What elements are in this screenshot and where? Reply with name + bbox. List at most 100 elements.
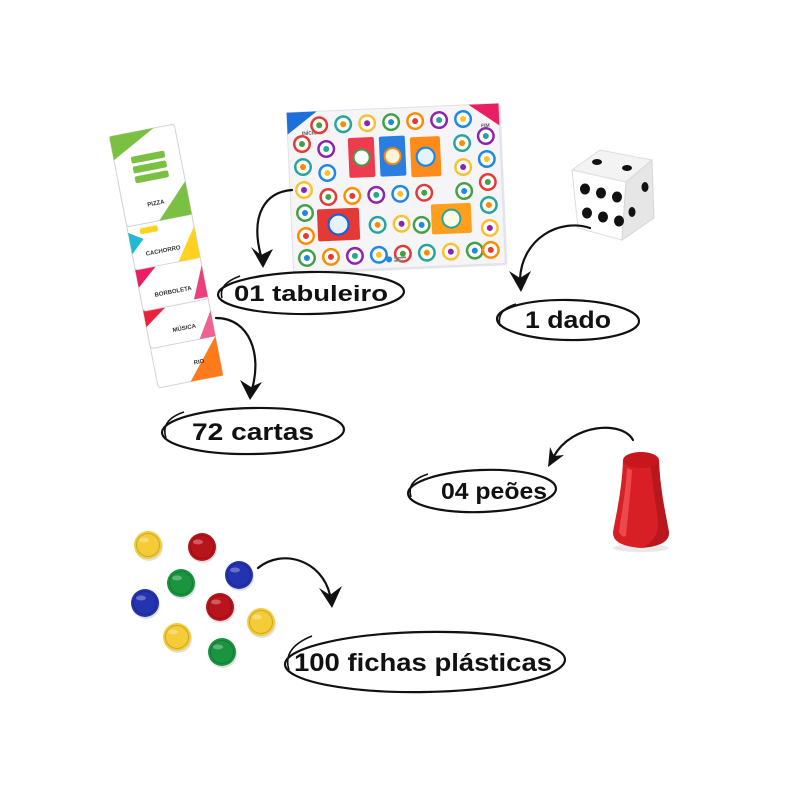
brand-logo [386, 256, 407, 263]
card-word: RIO [193, 359, 205, 367]
label-die-text: 1 dado [525, 307, 611, 334]
arrowhead [548, 447, 564, 467]
board-space [391, 184, 410, 203]
card-corner-band [178, 226, 201, 262]
board-space [479, 195, 498, 214]
board-space [480, 218, 499, 237]
arrow-pawn [548, 426, 635, 467]
board-space [481, 240, 500, 259]
board-space [392, 214, 411, 233]
chip [247, 608, 276, 638]
arrowhead [509, 271, 531, 292]
label-die: 1 dado [495, 298, 641, 342]
board-card [347, 137, 376, 178]
board-space [406, 112, 425, 131]
board-space [295, 181, 314, 200]
arrowhead [240, 380, 262, 400]
label-cards-text: 72 cartas [192, 419, 314, 446]
chip [206, 593, 235, 623]
board-space [310, 116, 329, 135]
arrow-board [251, 188, 294, 268]
card-word: MÚSICA [172, 323, 197, 335]
card-tag [139, 225, 159, 235]
board-card [430, 202, 472, 235]
die [570, 149, 655, 241]
die-pip [628, 207, 636, 217]
board-space [415, 183, 434, 202]
die-pip [614, 215, 624, 227]
board-space [477, 150, 496, 169]
plastic-chips [131, 531, 276, 668]
card-corner-band [194, 265, 208, 300]
board-space [318, 163, 337, 182]
label-pawns: 04 peões [406, 468, 558, 514]
board-space [367, 185, 386, 204]
board-path [292, 110, 500, 267]
board-space [478, 172, 497, 191]
die-pip [612, 191, 622, 203]
label-pawns-text: 04 peões [441, 478, 547, 504]
chip [225, 561, 254, 591]
arrowhead [251, 247, 273, 268]
board-space [455, 182, 474, 201]
card-corner-band [159, 180, 192, 221]
board-space [317, 140, 336, 159]
card-tag [134, 170, 169, 184]
board-space [319, 187, 338, 206]
board-space [453, 134, 472, 153]
die-pip [598, 211, 608, 223]
die-pip [596, 187, 606, 199]
chip [131, 589, 160, 619]
pawn-top [623, 452, 659, 468]
card-corner-band [135, 266, 156, 288]
card: PIZZA [109, 124, 192, 227]
board-space [293, 158, 312, 177]
board-start-label: INÍCIO [302, 128, 318, 137]
board-end-label: FIM [481, 123, 490, 129]
card-corner-band [190, 336, 224, 382]
board-space [476, 127, 495, 146]
card-corner-band [109, 128, 154, 161]
board-space [454, 158, 473, 177]
board-space [297, 248, 316, 267]
board-card [378, 135, 407, 177]
board-space [369, 245, 388, 264]
chip [163, 623, 192, 653]
board-space [368, 215, 387, 234]
die-pip [622, 165, 632, 171]
board-space [412, 215, 431, 234]
arrow-chips [256, 557, 342, 608]
board-space [454, 110, 473, 129]
card-word: PIZZA [147, 199, 166, 208]
chip [167, 569, 196, 599]
die-front-face [571, 169, 627, 241]
die-pip [641, 182, 649, 192]
chip [134, 531, 163, 561]
card-tag [132, 160, 167, 174]
arrow-cards [214, 316, 262, 400]
board-space [345, 246, 364, 265]
board-space [430, 111, 449, 130]
chip [188, 533, 217, 563]
board-space [382, 113, 401, 132]
game-board: INÍCIO FIM [286, 102, 508, 275]
board-space [465, 241, 484, 260]
board-space [358, 114, 377, 133]
arrow-die [509, 224, 592, 292]
board-space [343, 186, 362, 205]
board-space [296, 203, 315, 222]
board-start-corner [286, 111, 317, 135]
board-space [417, 243, 436, 262]
label-cards: 72 cartas [160, 406, 346, 456]
label-chips: 100 fichas plásticas [283, 630, 567, 694]
label-board: 01 tabuleiro [216, 270, 406, 316]
cards-stack: RIO MÚSICA BORBOLETA CACHORRO [109, 124, 224, 388]
die-pips [580, 159, 649, 227]
board-space [297, 226, 316, 245]
die-pip [592, 159, 602, 165]
label-board-text: 01 tabuleiro [234, 281, 388, 306]
board-space [441, 242, 460, 261]
board-card [409, 136, 442, 178]
board-space [321, 247, 340, 266]
